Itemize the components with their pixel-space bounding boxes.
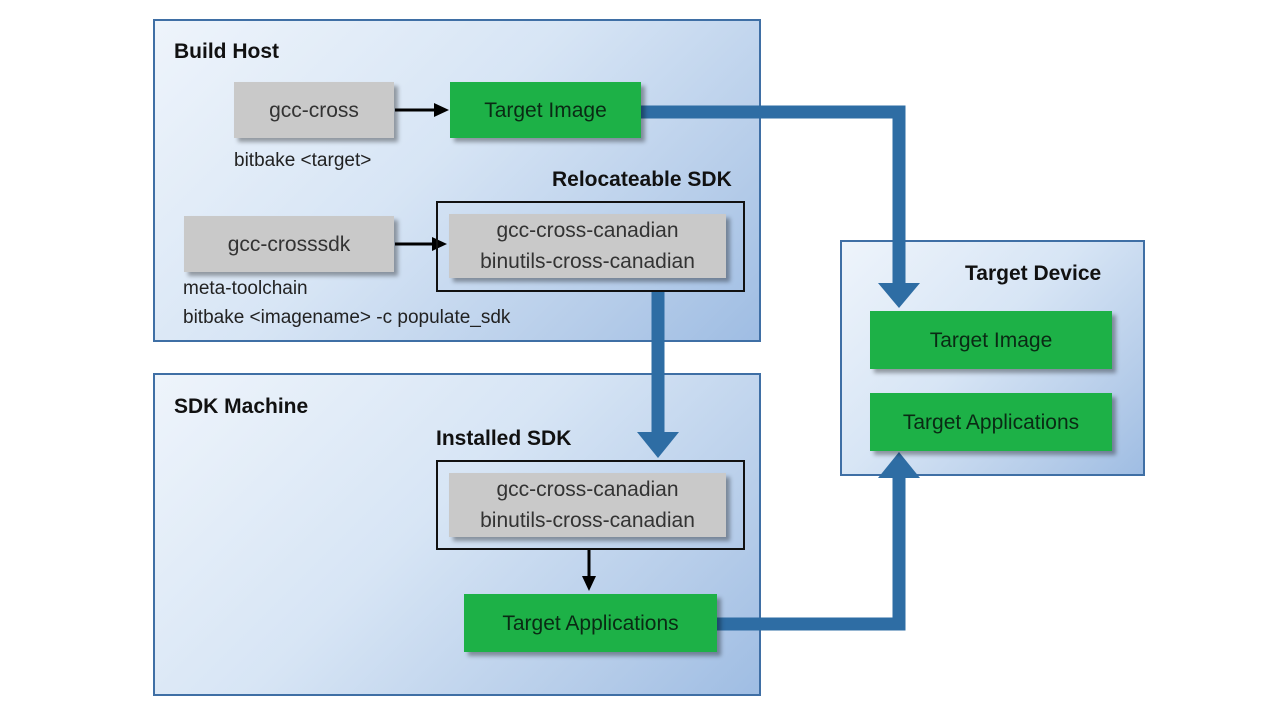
build-host-title: Build Host bbox=[174, 40, 279, 63]
sdk-machine-title: SDK Machine bbox=[174, 395, 309, 418]
populate-sdk-note: bitbake <imagename> -c populate_sdk bbox=[183, 307, 511, 328]
device-target-applications-label: Target Applications bbox=[902, 410, 1080, 434]
relocatable-sdk-label: Relocateable SDK bbox=[552, 168, 732, 191]
relocatable-sdk-frame bbox=[436, 201, 745, 292]
installed-sdk-line1: gcc-cross-canadian bbox=[496, 478, 679, 501]
build-target-image-label: Target Image bbox=[484, 98, 607, 122]
device-target-applications-box: Target Applications bbox=[870, 393, 1112, 451]
installed-sdk-box: gcc-cross-canadian binutils-cross-canadi… bbox=[449, 473, 726, 537]
installed-sdk-line2: binutils-cross-canadian bbox=[480, 509, 695, 532]
gcc-crosssdk-box: gcc-crosssdk bbox=[184, 216, 394, 272]
target-device-title: Target Device bbox=[965, 262, 1102, 285]
installed-sdk-frame bbox=[436, 460, 745, 550]
gcc-cross-label: gcc-cross bbox=[269, 98, 359, 122]
meta-toolchain-note: meta-toolchain bbox=[183, 278, 308, 299]
device-target-image-label: Target Image bbox=[929, 328, 1053, 352]
relocatable-sdk-line1: gcc-cross-canadian bbox=[496, 219, 679, 242]
installed-sdk-label: Installed SDK bbox=[436, 427, 572, 450]
build-target-image-box: Target Image bbox=[450, 82, 641, 138]
gcc-cross-box: gcc-cross bbox=[234, 82, 394, 138]
device-target-image-box: Target Image bbox=[870, 311, 1112, 369]
bitbake-target-note: bitbake <target> bbox=[234, 150, 372, 171]
relocatable-sdk-line2: binutils-cross-canadian bbox=[480, 250, 695, 273]
relocatable-sdk-box: gcc-cross-canadian binutils-cross-canadi… bbox=[449, 214, 726, 278]
sdk-target-applications-box: Target Applications bbox=[464, 594, 717, 652]
sdk-target-applications-label: Target Applications bbox=[502, 611, 679, 635]
gcc-crosssdk-label: gcc-crosssdk bbox=[227, 232, 351, 256]
